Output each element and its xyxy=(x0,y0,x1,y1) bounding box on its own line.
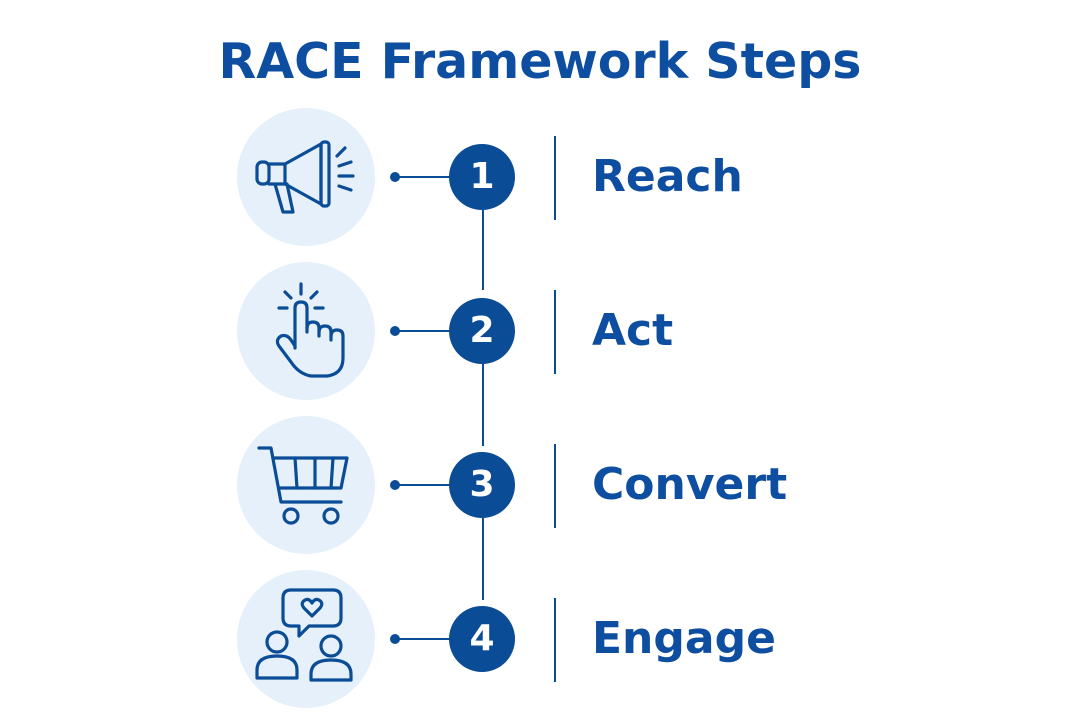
divider-line xyxy=(554,598,556,682)
icon-circle xyxy=(237,108,375,246)
connector-line-2-3 xyxy=(482,364,484,446)
pointing-hand-icon xyxy=(275,282,345,378)
icon-circle xyxy=(237,570,375,708)
diagram-title: RACE Framework Steps xyxy=(218,33,862,90)
divider-line xyxy=(554,136,556,220)
step-label: Convert xyxy=(592,459,788,510)
shopping-cart-icon xyxy=(257,446,349,525)
connector-line xyxy=(398,330,450,332)
step-number-badge: 2 xyxy=(449,298,515,364)
megaphone-icon xyxy=(255,140,355,214)
connector-line-1-2 xyxy=(482,210,484,290)
divider-line xyxy=(554,290,556,374)
step-act: 2 Act xyxy=(0,262,1080,402)
connector-dot xyxy=(390,172,400,182)
connector-line-3-4 xyxy=(482,518,484,600)
step-engage: 4 Engage xyxy=(0,570,1080,710)
people-chat-heart-icon xyxy=(255,588,353,682)
step-convert: 3 Convert xyxy=(0,416,1080,556)
icon-circle xyxy=(237,416,375,554)
step-label: Reach xyxy=(592,151,743,202)
step-label: Engage xyxy=(592,613,776,664)
connector-dot xyxy=(390,480,400,490)
icon-circle xyxy=(237,262,375,400)
connector-line xyxy=(398,484,450,486)
connector-dot xyxy=(390,634,400,644)
step-number-badge: 3 xyxy=(449,452,515,518)
divider-line xyxy=(554,444,556,528)
step-reach: 1 Reach xyxy=(0,108,1080,248)
step-number-badge: 1 xyxy=(449,144,515,210)
connector-line xyxy=(398,176,450,178)
connector-dot xyxy=(390,326,400,336)
connector-line xyxy=(398,638,450,640)
step-number-badge: 4 xyxy=(449,606,515,672)
step-label: Act xyxy=(592,305,674,356)
